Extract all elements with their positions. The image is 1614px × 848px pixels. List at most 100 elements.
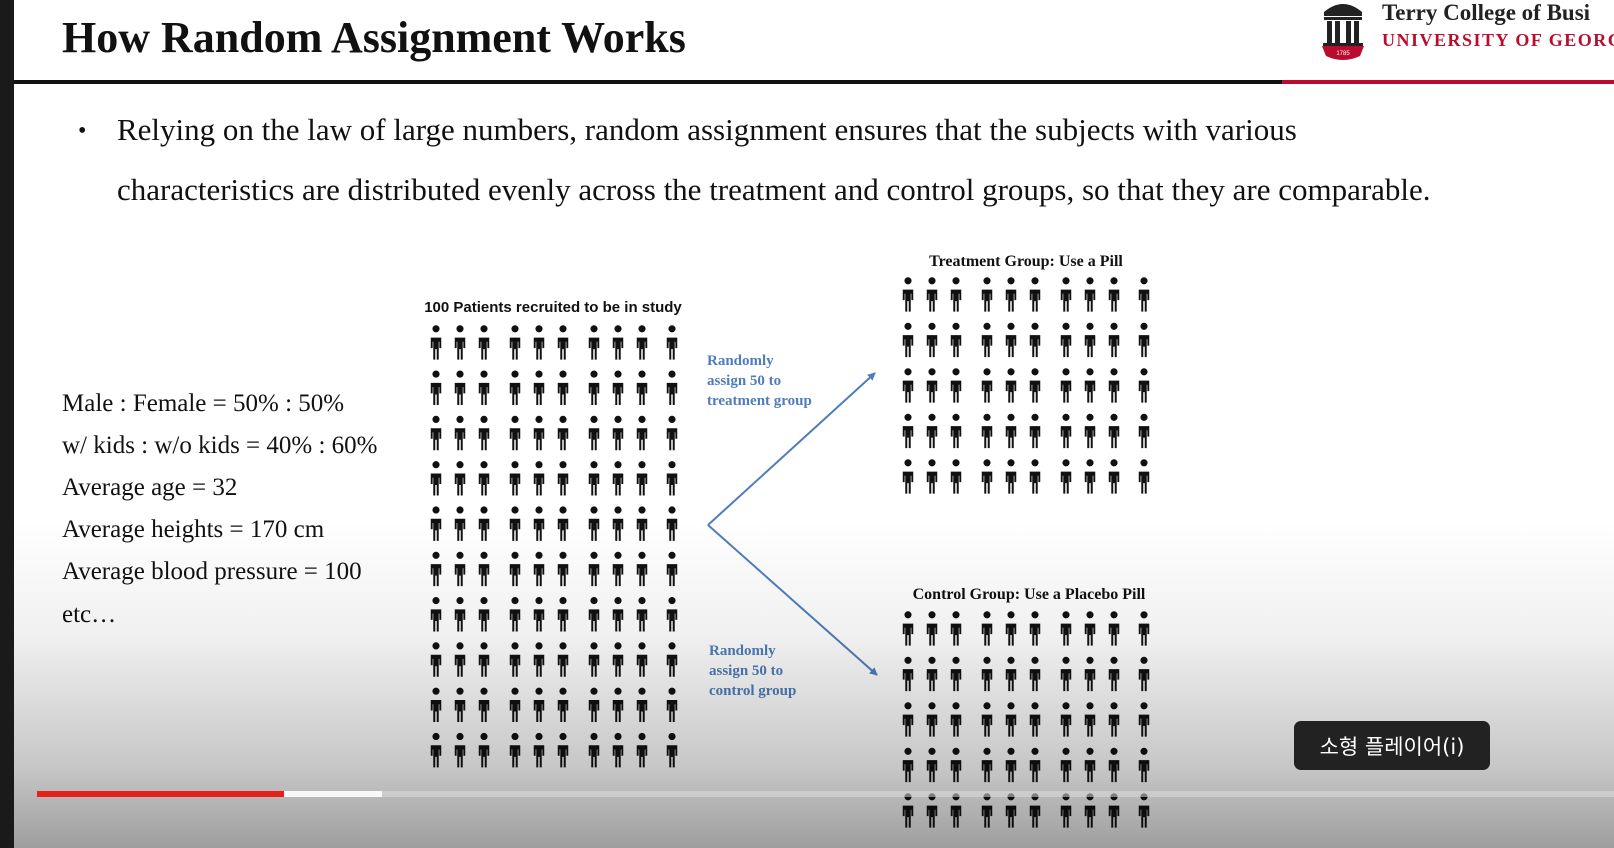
- person-icon: [1108, 277, 1120, 312]
- person-icon: [1084, 368, 1096, 403]
- person-icon: [950, 459, 962, 494]
- person-icon: [981, 368, 993, 403]
- person-icon: [533, 370, 545, 405]
- person-icon: [454, 597, 466, 632]
- video-frame[interactable]: How Random Assignment Works 1785 Terry C…: [14, 0, 1614, 848]
- person-icon: [926, 747, 938, 783]
- person-icon: [612, 506, 624, 541]
- person-icon: [636, 370, 648, 405]
- person-icon: [1029, 277, 1041, 312]
- person-icon: [1060, 656, 1072, 692]
- person-icon: [612, 551, 624, 587]
- person-icon: [557, 687, 569, 723]
- control-arrow-label-line-1: Randomly: [709, 643, 776, 659]
- person-icon: [1005, 368, 1017, 403]
- person-icon: [666, 506, 678, 541]
- person-icon: [926, 702, 938, 737]
- person-icon: [612, 642, 624, 677]
- person-icon: [902, 322, 914, 358]
- logo-university-name: UNIVERSITY OF GEORG: [1382, 30, 1614, 50]
- control-patients-grid: [902, 611, 1150, 828]
- person-icon: [454, 642, 466, 677]
- person-icon: [981, 656, 993, 692]
- person-icon: [430, 597, 442, 632]
- person-icon: [666, 597, 678, 632]
- person-icon: [1108, 368, 1120, 403]
- person-icon: [666, 370, 678, 405]
- treatment-arrow-label-line-1: Randomly: [707, 353, 774, 369]
- person-icon: [981, 702, 993, 737]
- video-progress-bar[interactable]: [37, 791, 1614, 797]
- person-icon: [430, 415, 442, 451]
- person-icon: [1084, 611, 1096, 646]
- person-icon: [1005, 322, 1017, 358]
- bullet-text-line-2: characteristics are distributed evenly a…: [117, 172, 1431, 207]
- person-icon: [1060, 277, 1072, 312]
- person-icon: [454, 506, 466, 541]
- person-icon: [1029, 413, 1041, 449]
- person-icon: [1138, 702, 1150, 737]
- person-icon: [557, 370, 569, 405]
- person-icon: [666, 642, 678, 677]
- person-icon: [1108, 413, 1120, 449]
- terry-college-logo: 1785 Terry College of Busi UNIVERSITY OF…: [1320, 0, 1614, 62]
- person-icon: [533, 642, 545, 677]
- person-icon: [981, 459, 993, 494]
- control-assignment-arrow: [707, 524, 878, 676]
- person-icon: [454, 461, 466, 496]
- person-icon: [902, 656, 914, 692]
- person-icon: [509, 597, 521, 632]
- person-icon: [533, 506, 545, 541]
- person-icon: [636, 506, 648, 541]
- person-icon: [430, 461, 442, 496]
- person-icon: [1084, 747, 1096, 783]
- person-icon: [509, 642, 521, 677]
- person-icon: [1060, 413, 1072, 449]
- person-icon: [430, 325, 442, 360]
- person-icon: [478, 325, 490, 360]
- person-icon: [926, 611, 938, 646]
- person-icon: [533, 325, 545, 360]
- person-icon: [509, 325, 521, 360]
- person-icon: [454, 551, 466, 587]
- bullet-marker: •: [78, 118, 87, 144]
- person-icon: [430, 551, 442, 587]
- person-icon: [430, 732, 442, 768]
- person-icon: [454, 325, 466, 360]
- person-icon: [533, 461, 545, 496]
- person-icon: [926, 459, 938, 494]
- person-icon: [612, 370, 624, 405]
- person-icon: [533, 687, 545, 723]
- person-icon: [588, 370, 600, 405]
- person-icon: [1060, 368, 1072, 403]
- treatment-assignment-arrow: [707, 372, 876, 526]
- person-icon: [612, 325, 624, 360]
- person-icon: [902, 793, 914, 828]
- control-group-caption: Control Group: Use a Placebo Pill: [913, 586, 1146, 603]
- person-icon: [557, 597, 569, 632]
- person-icon: [902, 459, 914, 494]
- person-icon: [1108, 702, 1120, 737]
- person-icon: [666, 325, 678, 360]
- person-icon: [1108, 459, 1120, 494]
- person-icon: [478, 732, 490, 768]
- person-icon: [1138, 322, 1150, 358]
- person-icon: [588, 415, 600, 451]
- stat-blood-pressure: Average blood pressure = 100: [62, 558, 362, 585]
- person-icon: [950, 702, 962, 737]
- person-icon: [1084, 322, 1096, 358]
- title-divider-accent: [1282, 80, 1614, 84]
- bullet-text-line-1: Relying on the law of large numbers, ran…: [117, 112, 1297, 147]
- person-icon: [478, 687, 490, 723]
- person-icon: [1060, 611, 1072, 646]
- person-icon: [1029, 656, 1041, 692]
- person-icon: [557, 551, 569, 587]
- stat-etc: etc…: [62, 601, 117, 628]
- person-icon: [950, 747, 962, 783]
- person-icon: [454, 415, 466, 451]
- person-icon: [478, 597, 490, 632]
- stat-gender-ratio: Male : Female = 50% : 50%: [62, 390, 345, 417]
- person-icon: [1005, 459, 1017, 494]
- person-icon: [666, 461, 678, 496]
- person-icon: [478, 370, 490, 405]
